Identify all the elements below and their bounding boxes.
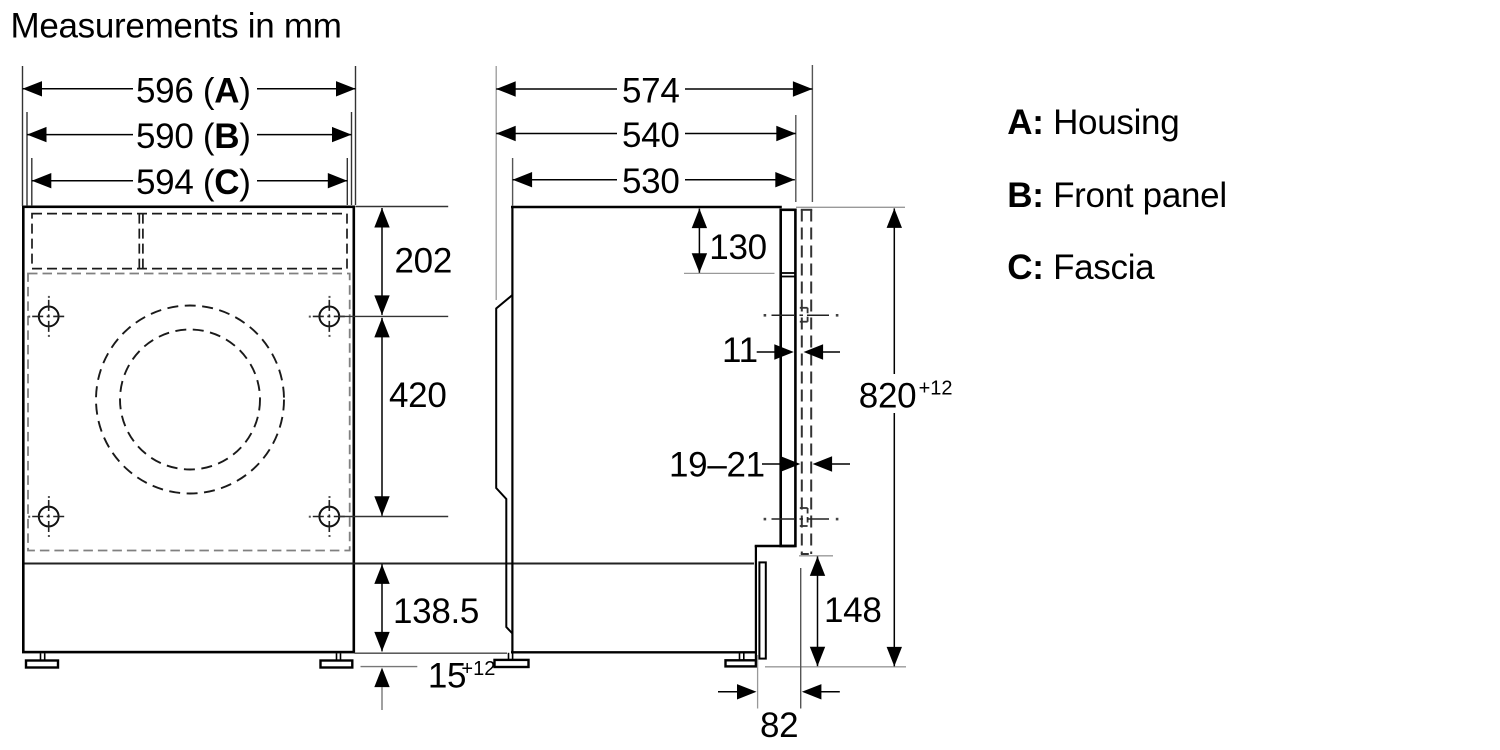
svg-text:+12: +12: [919, 378, 953, 400]
svg-text:130: 130: [709, 228, 767, 267]
svg-text:138.5: 138.5: [393, 592, 479, 631]
svg-text:11: 11: [722, 331, 758, 370]
svg-text:82: 82: [760, 706, 798, 745]
svg-text:540: 540: [622, 116, 680, 155]
svg-text:590 (B): 590 (B): [136, 117, 251, 156]
svg-text:820: 820: [859, 376, 917, 415]
svg-text:19–21: 19–21: [669, 446, 765, 485]
svg-text:B: Front panel: B: Front panel: [1007, 176, 1227, 215]
svg-text:596 (A): 596 (A): [136, 71, 251, 110]
svg-text:148: 148: [824, 591, 882, 630]
svg-text:15: 15: [428, 657, 466, 696]
svg-text:202: 202: [395, 241, 453, 280]
svg-text:574: 574: [622, 72, 680, 111]
svg-text:C: Fascia: C: Fascia: [1007, 248, 1155, 287]
svg-text:+12: +12: [461, 658, 495, 680]
svg-text:A: Housing: A: Housing: [1007, 103, 1179, 142]
svg-text:420: 420: [389, 376, 447, 415]
svg-text:530: 530: [622, 162, 680, 201]
svg-text:Measurements in mm: Measurements in mm: [11, 7, 342, 46]
svg-text:594 (C): 594 (C): [136, 163, 251, 202]
